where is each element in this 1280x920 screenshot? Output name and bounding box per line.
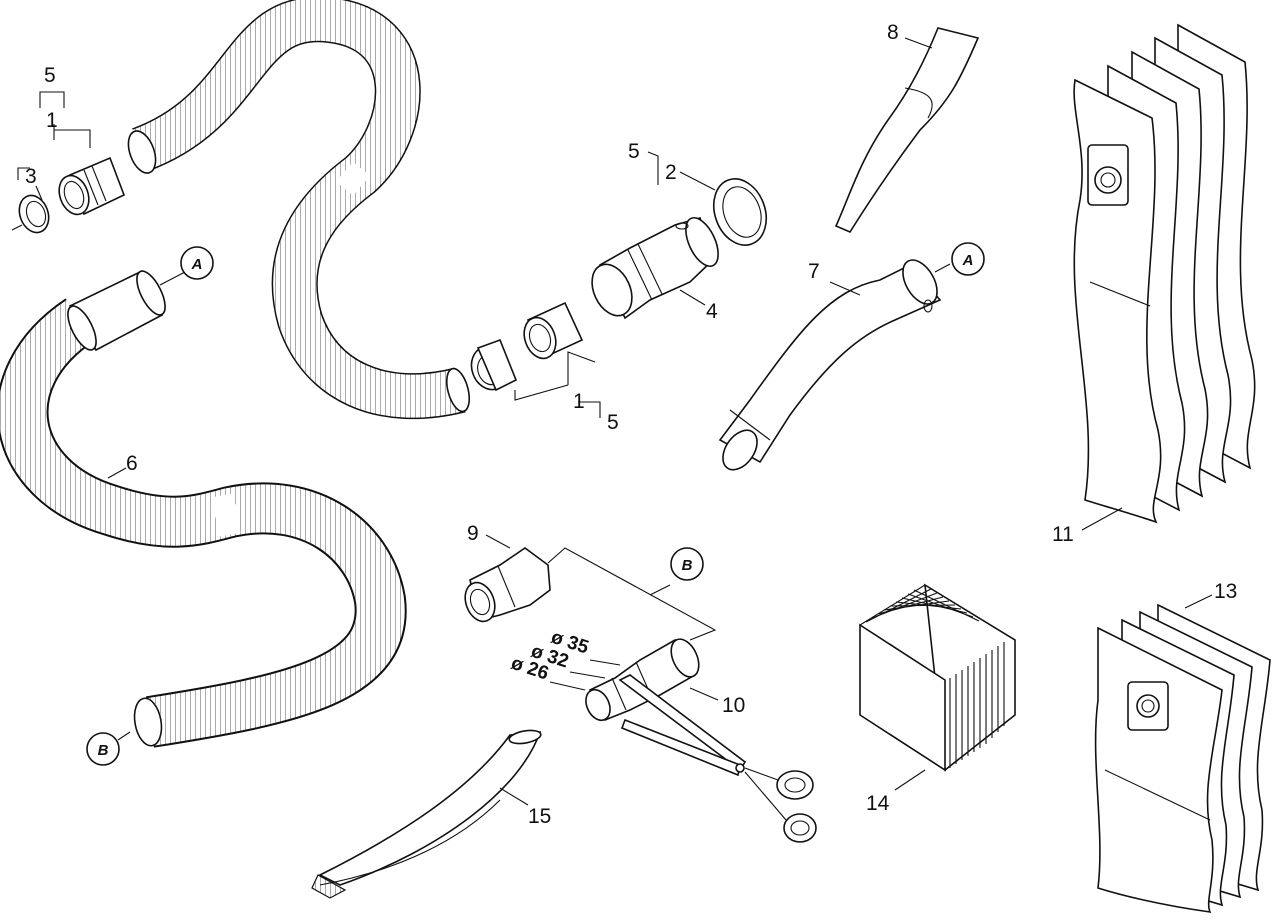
label-8: 8 [887, 21, 899, 44]
label-3: 3 [25, 165, 37, 188]
connector-a-top: A [951, 242, 985, 276]
connector-b-label: B [98, 742, 109, 759]
connector-a-label: A [962, 252, 974, 269]
part-labels: 5 1 3 5 2 4 1 5 6 7 8 9 10 11 13 14 15 [25, 21, 1237, 828]
hose-upper [127, 0, 471, 420]
label-2: 2 [665, 161, 677, 184]
label-1-upper: 1 [46, 109, 58, 132]
label-5-mid: 5 [628, 140, 640, 163]
part-2-ring [712, 178, 768, 246]
label-1-lower: 1 [573, 390, 585, 413]
label-15: 15 [528, 805, 551, 828]
leader-lines [17, 37, 1213, 806]
label-6: 6 [126, 452, 138, 475]
diameter-labels: ø 35 ø 32 ø 26 [508, 627, 591, 685]
label-14: 14 [866, 792, 890, 815]
part-1-coupling-lower [470, 301, 584, 392]
hose-cuff-a [67, 270, 166, 352]
part-14-filter-stack [859, 583, 1016, 772]
part-4-adapter [591, 217, 719, 320]
connector-b-left: B [86, 732, 120, 766]
label-11: 11 [1052, 523, 1074, 546]
part-1-coupling-upper [58, 156, 126, 216]
part-15-brush-nozzle [311, 729, 542, 899]
part-3-clip-ring [11, 194, 50, 234]
scissors-icon [618, 674, 817, 843]
part-11-filter-bags [1073, 23, 1256, 524]
part-10-stepped-adapter [585, 638, 700, 722]
label-5-lower: 5 [607, 411, 619, 434]
label-9: 9 [467, 522, 479, 545]
label-5-upper: 5 [44, 64, 56, 87]
part-9-adapter [464, 547, 551, 623]
part-7-bent-wand [718, 259, 942, 471]
label-4: 4 [706, 300, 718, 323]
connector-a-label: A [191, 256, 203, 273]
label-13: 13 [1214, 580, 1237, 603]
part-8-crevice-nozzle [834, 27, 980, 234]
hose-lower [0, 298, 407, 748]
part-13-filter-bags [1094, 603, 1271, 913]
connector-b-mid: B [670, 547, 704, 581]
connector-b-label: B [682, 557, 693, 574]
connector-a-left: A [180, 246, 214, 280]
label-7: 7 [808, 260, 820, 283]
label-10: 10 [722, 694, 745, 717]
